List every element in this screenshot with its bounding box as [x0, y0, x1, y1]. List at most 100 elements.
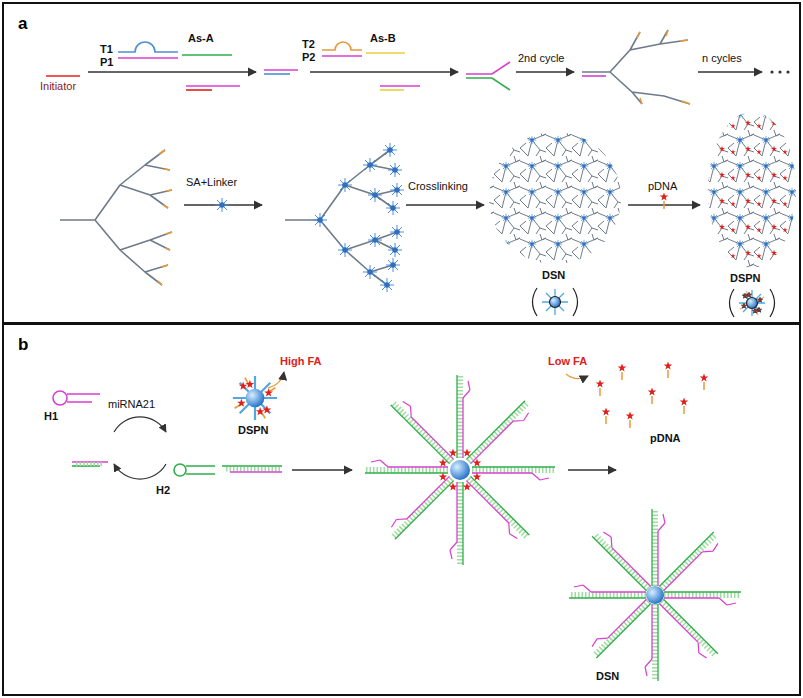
primer-label: P2 — [302, 51, 315, 64]
art-path — [466, 62, 510, 74]
product-label: DSN — [542, 269, 565, 282]
art-use — [700, 374, 709, 391]
art-path — [730, 289, 775, 317]
art-use — [652, 509, 665, 586]
art-path — [264, 69, 298, 71]
strand-label: Initiator — [40, 80, 76, 93]
art-use — [368, 233, 382, 247]
strand-label: As-B — [370, 32, 396, 45]
art-use — [461, 476, 529, 544]
art-path — [637, 30, 690, 104]
art-use — [648, 388, 657, 405]
art-circle — [646, 586, 664, 604]
art-path — [322, 55, 362, 57]
art-use — [664, 592, 741, 605]
art-use — [380, 278, 394, 292]
art-path — [268, 372, 284, 388]
art-rect — [708, 112, 796, 268]
product-label: DSPN — [730, 272, 761, 285]
art-path — [46, 75, 80, 77]
step-label: pDNA — [648, 180, 677, 193]
step-label: 2nd cycle — [518, 52, 564, 65]
panel-frame: b — [2, 323, 801, 696]
art-use — [386, 471, 454, 539]
target-label: miRNA21 — [108, 398, 155, 411]
art-path — [118, 42, 178, 52]
art-path — [380, 89, 404, 91]
signal-label: High FA — [280, 355, 322, 368]
art-path — [566, 374, 588, 379]
dsn-product — [569, 509, 741, 681]
art-path — [186, 466, 215, 474]
art-path — [406, 204, 484, 205]
art-use — [368, 188, 382, 202]
art-use — [592, 527, 656, 591]
art-use — [457, 375, 470, 458]
art-path — [186, 85, 240, 87]
art-use — [449, 449, 458, 457]
art-circle — [770, 70, 773, 73]
art-use — [472, 467, 555, 480]
strand-label: As-A — [188, 32, 214, 45]
art-path — [118, 57, 178, 59]
hairpin-label: H1 — [44, 410, 58, 423]
art-use — [313, 213, 327, 227]
art-use — [365, 460, 448, 473]
panel-letter: b — [18, 335, 28, 355]
art-path — [292, 469, 352, 470]
art-use — [596, 380, 605, 397]
panel-frame: a — [2, 2, 801, 324]
dspn-probe — [233, 372, 284, 420]
art-use — [363, 265, 377, 279]
hybridized-dspn — [365, 375, 555, 565]
art-use — [473, 473, 482, 481]
art-use — [383, 143, 397, 157]
art-use — [542, 289, 568, 315]
hca-scheme — [46, 30, 762, 104]
product-label: DSN — [596, 670, 619, 683]
art-use — [439, 473, 448, 481]
art-path — [114, 464, 166, 479]
art-path — [698, 71, 762, 72]
art-path — [67, 394, 100, 402]
art-use — [363, 158, 377, 172]
art-use — [338, 243, 352, 257]
step-label: n cycles — [702, 52, 742, 65]
product-label: pDNA — [650, 432, 681, 445]
art-use — [215, 198, 229, 212]
art-use — [463, 449, 472, 457]
probe-label: DSPN — [238, 424, 269, 437]
art-path — [310, 71, 458, 72]
primer-label: T1 — [100, 43, 113, 56]
art-path — [380, 85, 420, 87]
art-path — [230, 471, 282, 473]
art-use — [390, 225, 404, 239]
art-path — [264, 73, 290, 75]
art-rect — [489, 132, 621, 264]
art-path — [226, 467, 282, 472]
art-use — [386, 258, 400, 272]
art-rect — [708, 112, 796, 268]
art-use — [569, 585, 646, 598]
art-rect — [489, 132, 621, 264]
art-path — [182, 54, 232, 56]
art-use — [654, 599, 718, 663]
art-rect — [708, 112, 796, 268]
continuation-dots — [770, 70, 789, 73]
dsn-network — [489, 132, 621, 264]
art-path — [76, 462, 104, 466]
art-path — [366, 52, 405, 54]
dspn-network — [708, 112, 796, 268]
art-path — [466, 78, 510, 90]
art-use — [626, 412, 635, 429]
art-path — [158, 150, 172, 285]
art-path — [568, 469, 616, 470]
step-label: Crosslinking — [408, 180, 468, 193]
art-use — [466, 401, 534, 469]
streptavidin-linker — [313, 143, 404, 292]
primer-label: T2 — [302, 38, 315, 51]
art-use — [664, 362, 673, 379]
dendritic-dna — [60, 150, 397, 285]
signal-label: Low FA — [548, 355, 587, 368]
